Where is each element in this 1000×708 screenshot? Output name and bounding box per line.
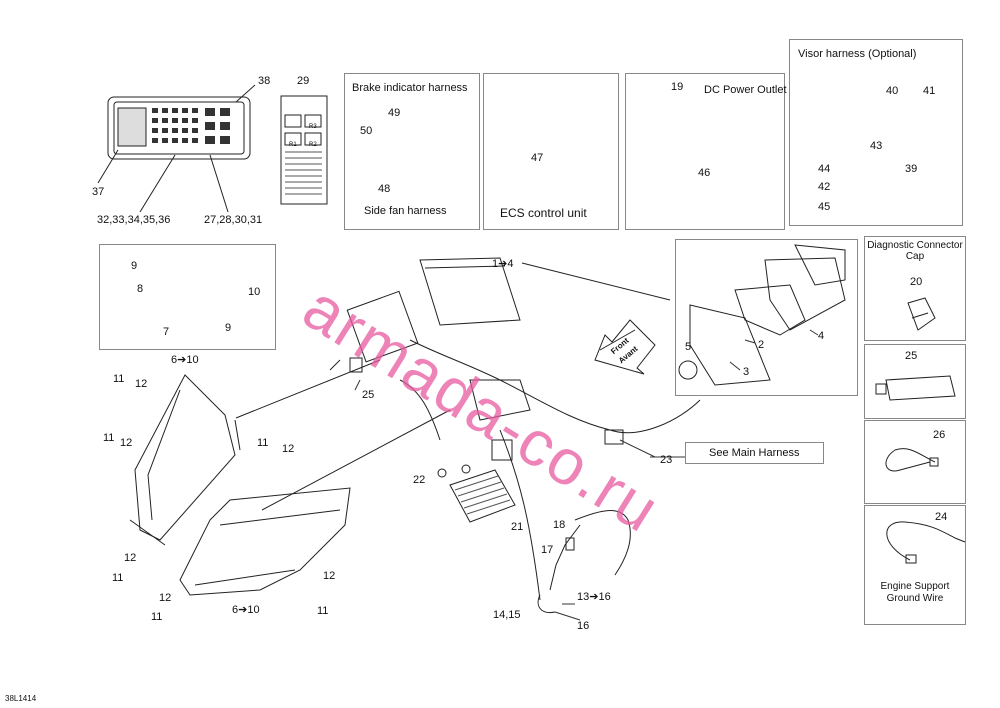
dc-power-outlet-box: DC Power Outlet xyxy=(625,73,787,230)
headlight-lens xyxy=(179,487,351,596)
ground-wire-box: Engine Support Ground Wire xyxy=(864,505,966,625)
tie-strap-box xyxy=(864,420,966,504)
diagnostic-connector-box: Diagnostic Connector Cap xyxy=(864,236,966,341)
callout-37: 37 xyxy=(92,186,105,198)
callout-25-wire: 25 xyxy=(362,389,375,401)
callout-9-top: 9 xyxy=(131,260,138,272)
ecs-control-unit-box: ECS control unit xyxy=(483,73,619,230)
callout-20: 20 xyxy=(910,276,923,288)
callout-12-c: 12 xyxy=(282,443,295,455)
callout-3: 3 xyxy=(743,366,750,378)
callout-42: 42 xyxy=(818,181,831,193)
instrument-cluster-box xyxy=(675,239,858,396)
see-main-harness-box[interactable]: See Main Harness xyxy=(685,442,824,464)
callout-16: 16 xyxy=(577,620,590,632)
visor-harness-box: Visor harness (Optional) xyxy=(789,39,963,226)
callout-6-10-top: 6➔10 xyxy=(171,354,199,366)
callout-25-grease: 25 xyxy=(905,350,918,362)
callout-6-10-bottom: 6➔10 xyxy=(232,604,260,616)
callout-49: 49 xyxy=(388,107,401,119)
brake-indicator-harness-title: Brake indicator harness xyxy=(352,82,468,94)
callout-17: 17 xyxy=(541,544,554,556)
callout-39: 39 xyxy=(905,163,918,175)
callout-45: 45 xyxy=(818,201,831,213)
callout-44: 44 xyxy=(818,163,831,175)
callout-50: 50 xyxy=(360,125,373,137)
tether-cord-drawing xyxy=(537,510,631,614)
visor-harness-title: Visor harness (Optional) xyxy=(798,48,917,60)
fuse-card-r1: R1 xyxy=(289,142,297,148)
callout-12-d: 12 xyxy=(124,552,137,564)
callout-24: 24 xyxy=(935,511,948,523)
callout-13-16: 13➔16 xyxy=(577,591,611,603)
fuse-card-r3: R3 xyxy=(309,124,317,130)
callout-2: 2 xyxy=(758,339,765,351)
tie-strap-drawing xyxy=(885,448,939,472)
headlight-housing-left xyxy=(129,374,241,546)
callout-9-bottom: 9 xyxy=(225,322,232,334)
callout-43: 43 xyxy=(870,140,883,152)
callout-23: 23 xyxy=(660,454,673,466)
callout-32-36: 32,33,34,35,36 xyxy=(97,214,171,226)
callout-10: 10 xyxy=(248,286,261,298)
callout-11-e: 11 xyxy=(151,611,163,623)
instrument-cluster-drawing xyxy=(419,244,846,386)
callout-29: 29 xyxy=(297,75,310,87)
fuse-box-drawing xyxy=(97,84,256,213)
callout-5: 5 xyxy=(685,341,692,353)
callout-41: 41 xyxy=(923,85,936,97)
diagnostic-cap-drawing xyxy=(907,297,936,331)
callout-47: 47 xyxy=(531,152,544,164)
callout-40: 40 xyxy=(886,85,899,97)
callout-12-b: 12 xyxy=(120,437,133,449)
ecs-control-unit-title: ECS control unit xyxy=(500,206,587,220)
fuse-label-card xyxy=(280,95,328,205)
callout-12-a: 12 xyxy=(135,378,148,390)
callout-11-f: 11 xyxy=(317,605,329,617)
callout-27-31: 27,28,30,31 xyxy=(204,214,263,226)
callout-12-e: 12 xyxy=(159,592,172,604)
callout-14-15: 14,15 xyxy=(493,609,521,621)
callout-11-a: 11 xyxy=(113,373,125,385)
callout-21: 21 xyxy=(511,521,524,533)
grease-tube-drawing xyxy=(875,375,956,401)
dc-power-outlet-title: DC Power Outlet xyxy=(704,84,787,96)
callout-8: 8 xyxy=(137,283,144,295)
ground-wire-drawing xyxy=(886,521,966,564)
callout-11-c: 11 xyxy=(257,437,269,449)
callout-48: 48 xyxy=(378,183,391,195)
ground-wire-title: Engine Support Ground Wire xyxy=(880,581,950,604)
grease-box xyxy=(864,344,966,419)
callout-22: 22 xyxy=(413,474,426,486)
callout-26: 26 xyxy=(933,429,946,441)
diagram-code: 38L1414 xyxy=(5,694,37,703)
fuse-card-r2: R2 xyxy=(309,142,317,148)
brake-indicator-harness-box: Brake indicator harness Side fan harness xyxy=(344,73,480,230)
callout-4: 4 xyxy=(818,330,825,342)
see-main-harness-label: See Main Harness xyxy=(709,447,800,459)
callout-11-d: 11 xyxy=(112,572,124,584)
voltage-regulator-drawing xyxy=(437,464,516,523)
callout-38: 38 xyxy=(258,75,271,87)
callout-7: 7 xyxy=(163,326,170,338)
callout-18: 18 xyxy=(553,519,566,531)
callout-19: 19 xyxy=(671,81,684,93)
diagnostic-connector-title: Diagnostic Connector Cap xyxy=(867,240,963,262)
main-wiring-drawing xyxy=(235,290,701,601)
headlight-bulb-box xyxy=(99,244,276,350)
callout-46: 46 xyxy=(698,167,711,179)
side-fan-harness-title: Side fan harness xyxy=(364,205,447,217)
front-arrow-drawing xyxy=(594,319,656,375)
callout-1-4: 1➔4 xyxy=(492,258,514,270)
callout-12-f: 12 xyxy=(323,570,336,582)
callout-11-b: 11 xyxy=(103,432,115,444)
